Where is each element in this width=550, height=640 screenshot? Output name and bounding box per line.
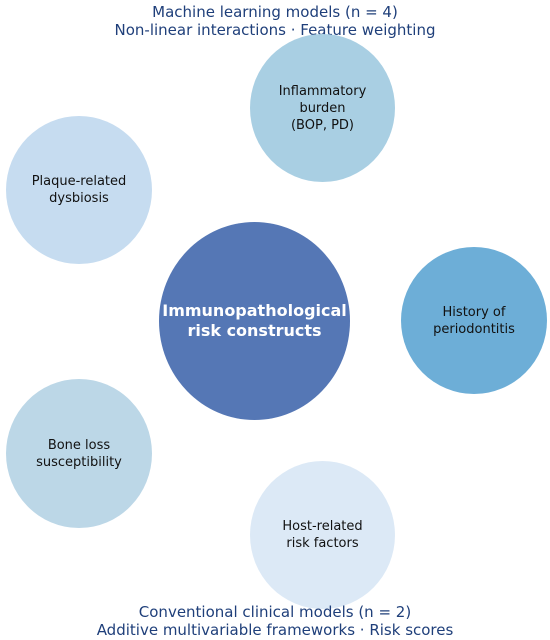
top-caption-line1: Machine learning models (n = 4)	[152, 3, 398, 21]
bone-loss-node: Bone loss susceptibility	[6, 379, 152, 528]
top-caption: Machine learning models (n = 4) Non-line…	[0, 3, 550, 39]
periodontitis-history-label: History of periodontitis	[433, 304, 515, 337]
central-construct-node: Immunopathological risk constructs	[159, 222, 350, 420]
bottom-caption: Conventional clinical models (n = 2) Add…	[0, 603, 550, 639]
inflammatory-burden-label: Inflammatory burden (BOP, PD)	[278, 83, 367, 133]
host-risk-node: Host-related risk factors	[250, 461, 395, 609]
plaque-dysbiosis-node: Plaque-related dysbiosis	[6, 116, 152, 264]
central-construct-label: Immunopathological risk constructs	[162, 301, 347, 340]
bottom-caption-line2: Additive multivariable frameworks · Risk…	[96, 621, 454, 639]
periodontitis-history-node: History of periodontitis	[401, 247, 547, 394]
bone-loss-label: Bone loss susceptibility	[36, 437, 122, 470]
host-risk-label: Host-related risk factors	[282, 519, 363, 551]
plaque-dysbiosis-label: Plaque-related dysbiosis	[31, 174, 127, 206]
inflammatory-burden-node: Inflammatory burden (BOP, PD)	[250, 34, 395, 182]
top-caption-line2: Non-linear interactions · Feature weight…	[114, 21, 436, 39]
bottom-caption-line1: Conventional clinical models (n = 2)	[138, 603, 412, 621]
